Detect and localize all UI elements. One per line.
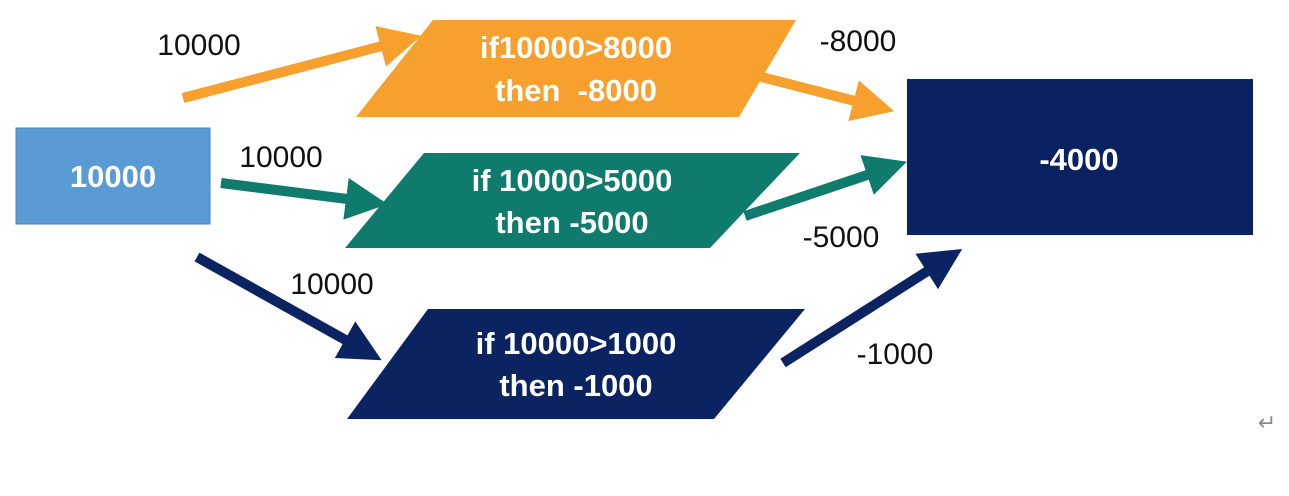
condition-node-3 bbox=[347, 309, 805, 419]
condition-3-line2: then -1000 bbox=[499, 368, 652, 403]
result-node-label: -4000 bbox=[1039, 142, 1118, 177]
condition-node-1 bbox=[356, 20, 796, 117]
condition-3-line1: if 10000>1000 bbox=[476, 326, 677, 361]
output-edge-label-1: -8000 bbox=[820, 25, 897, 58]
input-node-label: 10000 bbox=[70, 159, 156, 194]
arrow-condition-3-to-result bbox=[780, 248, 963, 368]
condition-2-line2: then -5000 bbox=[495, 205, 648, 240]
arrow-input-to-condition-2 bbox=[220, 177, 388, 220]
output-edge-label-3: -1000 bbox=[857, 338, 934, 371]
input-edge-label-1: 10000 bbox=[157, 29, 240, 62]
paragraph-return-mark: ↵ bbox=[1258, 411, 1276, 436]
condition-node-2 bbox=[345, 153, 800, 248]
result-node bbox=[907, 79, 1253, 235]
arrow-input-to-condition-1 bbox=[181, 26, 422, 103]
input-node bbox=[15, 127, 211, 225]
arrow-condition-2-to-result bbox=[743, 155, 907, 221]
output-edge-label-2: -5000 bbox=[803, 221, 880, 254]
input-edge-label-2: 10000 bbox=[239, 141, 322, 174]
condition-1-line1: if10000>8000 bbox=[480, 30, 672, 65]
arrow-condition-1-to-result bbox=[752, 70, 895, 122]
condition-1-line2: then -8000 bbox=[495, 73, 657, 108]
input-edge-label-3: 10000 bbox=[290, 268, 373, 301]
arrow-input-to-condition-3 bbox=[194, 252, 382, 361]
condition-2-line1: if 10000>5000 bbox=[472, 163, 673, 198]
